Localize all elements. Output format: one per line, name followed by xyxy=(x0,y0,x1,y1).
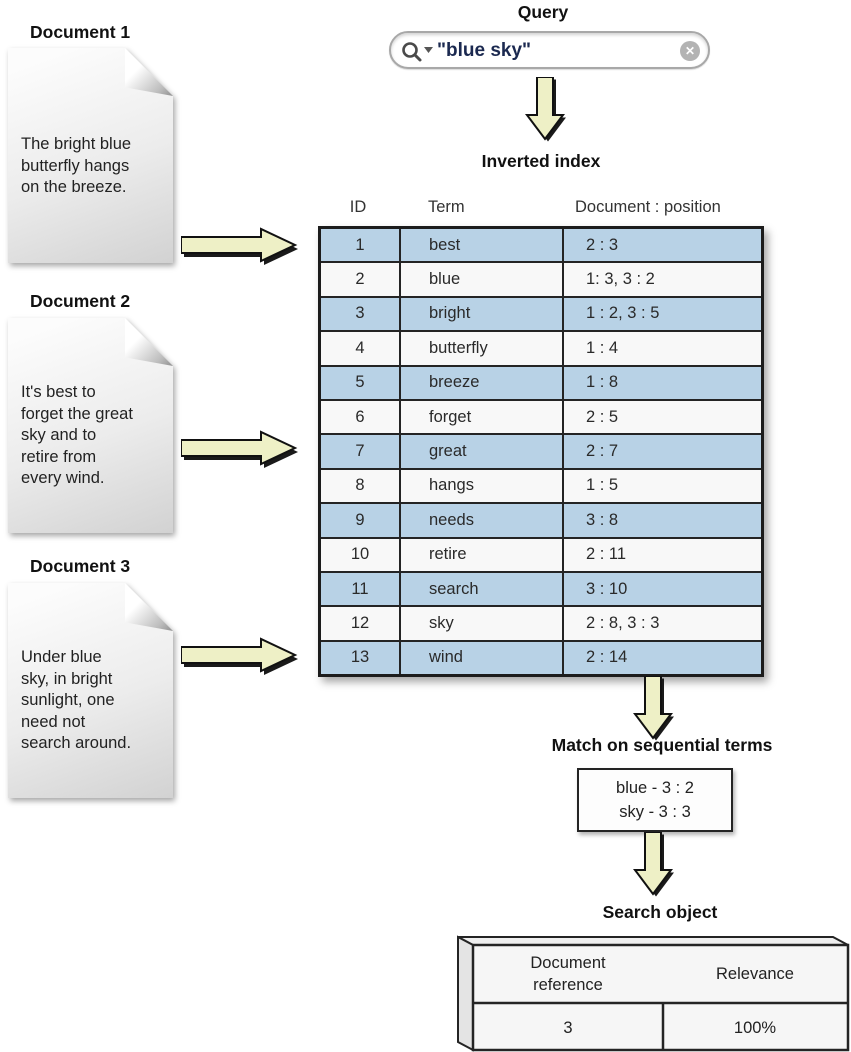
row-id: 10 xyxy=(321,538,401,571)
document-3-text: Under blue sky, in bright sunlight, one … xyxy=(21,648,132,752)
row-positions: 1 : 4 xyxy=(586,338,619,357)
row-term: sky xyxy=(401,607,564,640)
row-term: butterfly xyxy=(401,332,564,365)
row-positions: 2 : 11 xyxy=(586,545,627,564)
row-positions: 1 : 5 xyxy=(586,476,619,495)
value-relevance: 100% xyxy=(733,1019,777,1037)
row-id: 6 xyxy=(321,400,401,434)
arrow-right-icon xyxy=(181,429,299,471)
row-id: 5 xyxy=(321,366,401,399)
row-term: best xyxy=(401,229,564,262)
row-positions: 2 : 14 xyxy=(586,648,628,667)
search-query-text[interactable]: "blue sky" xyxy=(437,40,532,61)
row-id: 12 xyxy=(321,607,401,640)
row-term: great xyxy=(401,435,564,468)
column-header-id: ID xyxy=(349,198,367,216)
search-object-title: Search object xyxy=(602,902,718,922)
row-positions: 2 : 8, 3 : 3 xyxy=(586,613,660,632)
row-positions: 2 : 5 xyxy=(586,407,619,426)
column-header-positions: Document : position xyxy=(575,198,721,216)
row-positions: 3 : 8 xyxy=(586,510,619,529)
inverted-index-title: Inverted index xyxy=(481,151,601,171)
row-id: 8 xyxy=(321,469,401,503)
search-dropdown-icon xyxy=(424,47,433,53)
row-positions: 1: 3, 3 : 2 xyxy=(586,270,655,289)
row-term: blue xyxy=(401,263,564,296)
arrow-down-icon xyxy=(630,676,676,742)
row-term: needs xyxy=(401,504,564,537)
document-1-icon: The bright blue butterfly hangs on the b… xyxy=(8,48,173,263)
header-relevance: Relevance xyxy=(716,965,794,983)
row-term: hangs xyxy=(401,469,564,503)
value-document-reference: 3 xyxy=(563,1019,573,1037)
column-header-term: Term xyxy=(428,198,465,216)
arrow-down-icon xyxy=(630,832,676,898)
row-term: wind xyxy=(401,641,564,675)
arrow-down-icon xyxy=(522,77,568,143)
row-term: bright xyxy=(401,297,564,331)
search-input[interactable]: "blue sky" ✕ xyxy=(389,31,710,69)
row-positions: 2 : 7 xyxy=(586,442,619,461)
table-front-face xyxy=(471,943,850,1052)
query-title: Query xyxy=(517,2,569,22)
arrow-right-icon xyxy=(181,636,299,678)
document-2-label: Document 2 xyxy=(30,291,131,311)
row-term: retire xyxy=(401,538,564,571)
document-2-icon: It's best to forget the great sky and to… xyxy=(8,318,173,533)
row-term: search xyxy=(401,572,564,606)
search-object-table xyxy=(457,935,850,1052)
document-2-text: It's best to forget the great sky and to… xyxy=(21,383,133,487)
document-3-label: Document 3 xyxy=(30,556,131,576)
row-id: 2 xyxy=(321,263,401,296)
row-term: breeze xyxy=(401,366,564,399)
row-id: 13 xyxy=(321,641,401,675)
match-title: Match on sequential terms xyxy=(551,735,773,755)
search-icon[interactable] xyxy=(400,40,436,64)
row-positions: 2 : 3 xyxy=(586,235,619,254)
row-positions: 1 : 8 xyxy=(586,373,619,392)
row-positions: 3 : 10 xyxy=(586,579,628,598)
row-term: forget xyxy=(401,400,564,434)
clear-search-icon[interactable]: ✕ xyxy=(680,41,700,61)
row-id: 9 xyxy=(321,504,401,537)
document-1-text: The bright blue butterfly hangs on the b… xyxy=(21,135,132,196)
row-id: 3 xyxy=(321,297,401,331)
row-positions: 1 : 2, 3 : 5 xyxy=(586,304,660,323)
row-id: 4 xyxy=(321,332,401,365)
match-result-box: blue - 3 : 2 sky - 3 : 3 xyxy=(577,768,733,832)
arrow-right-icon xyxy=(181,226,299,268)
table-3d-left-face xyxy=(457,935,474,1052)
row-id: 7 xyxy=(321,435,401,468)
header-document-reference: Document reference xyxy=(530,954,606,994)
row-id: 1 xyxy=(321,229,401,262)
document-3-icon: Under blue sky, in bright sunlight, one … xyxy=(8,583,173,798)
document-1-label: Document 1 xyxy=(30,22,131,42)
row-id: 11 xyxy=(321,572,401,606)
